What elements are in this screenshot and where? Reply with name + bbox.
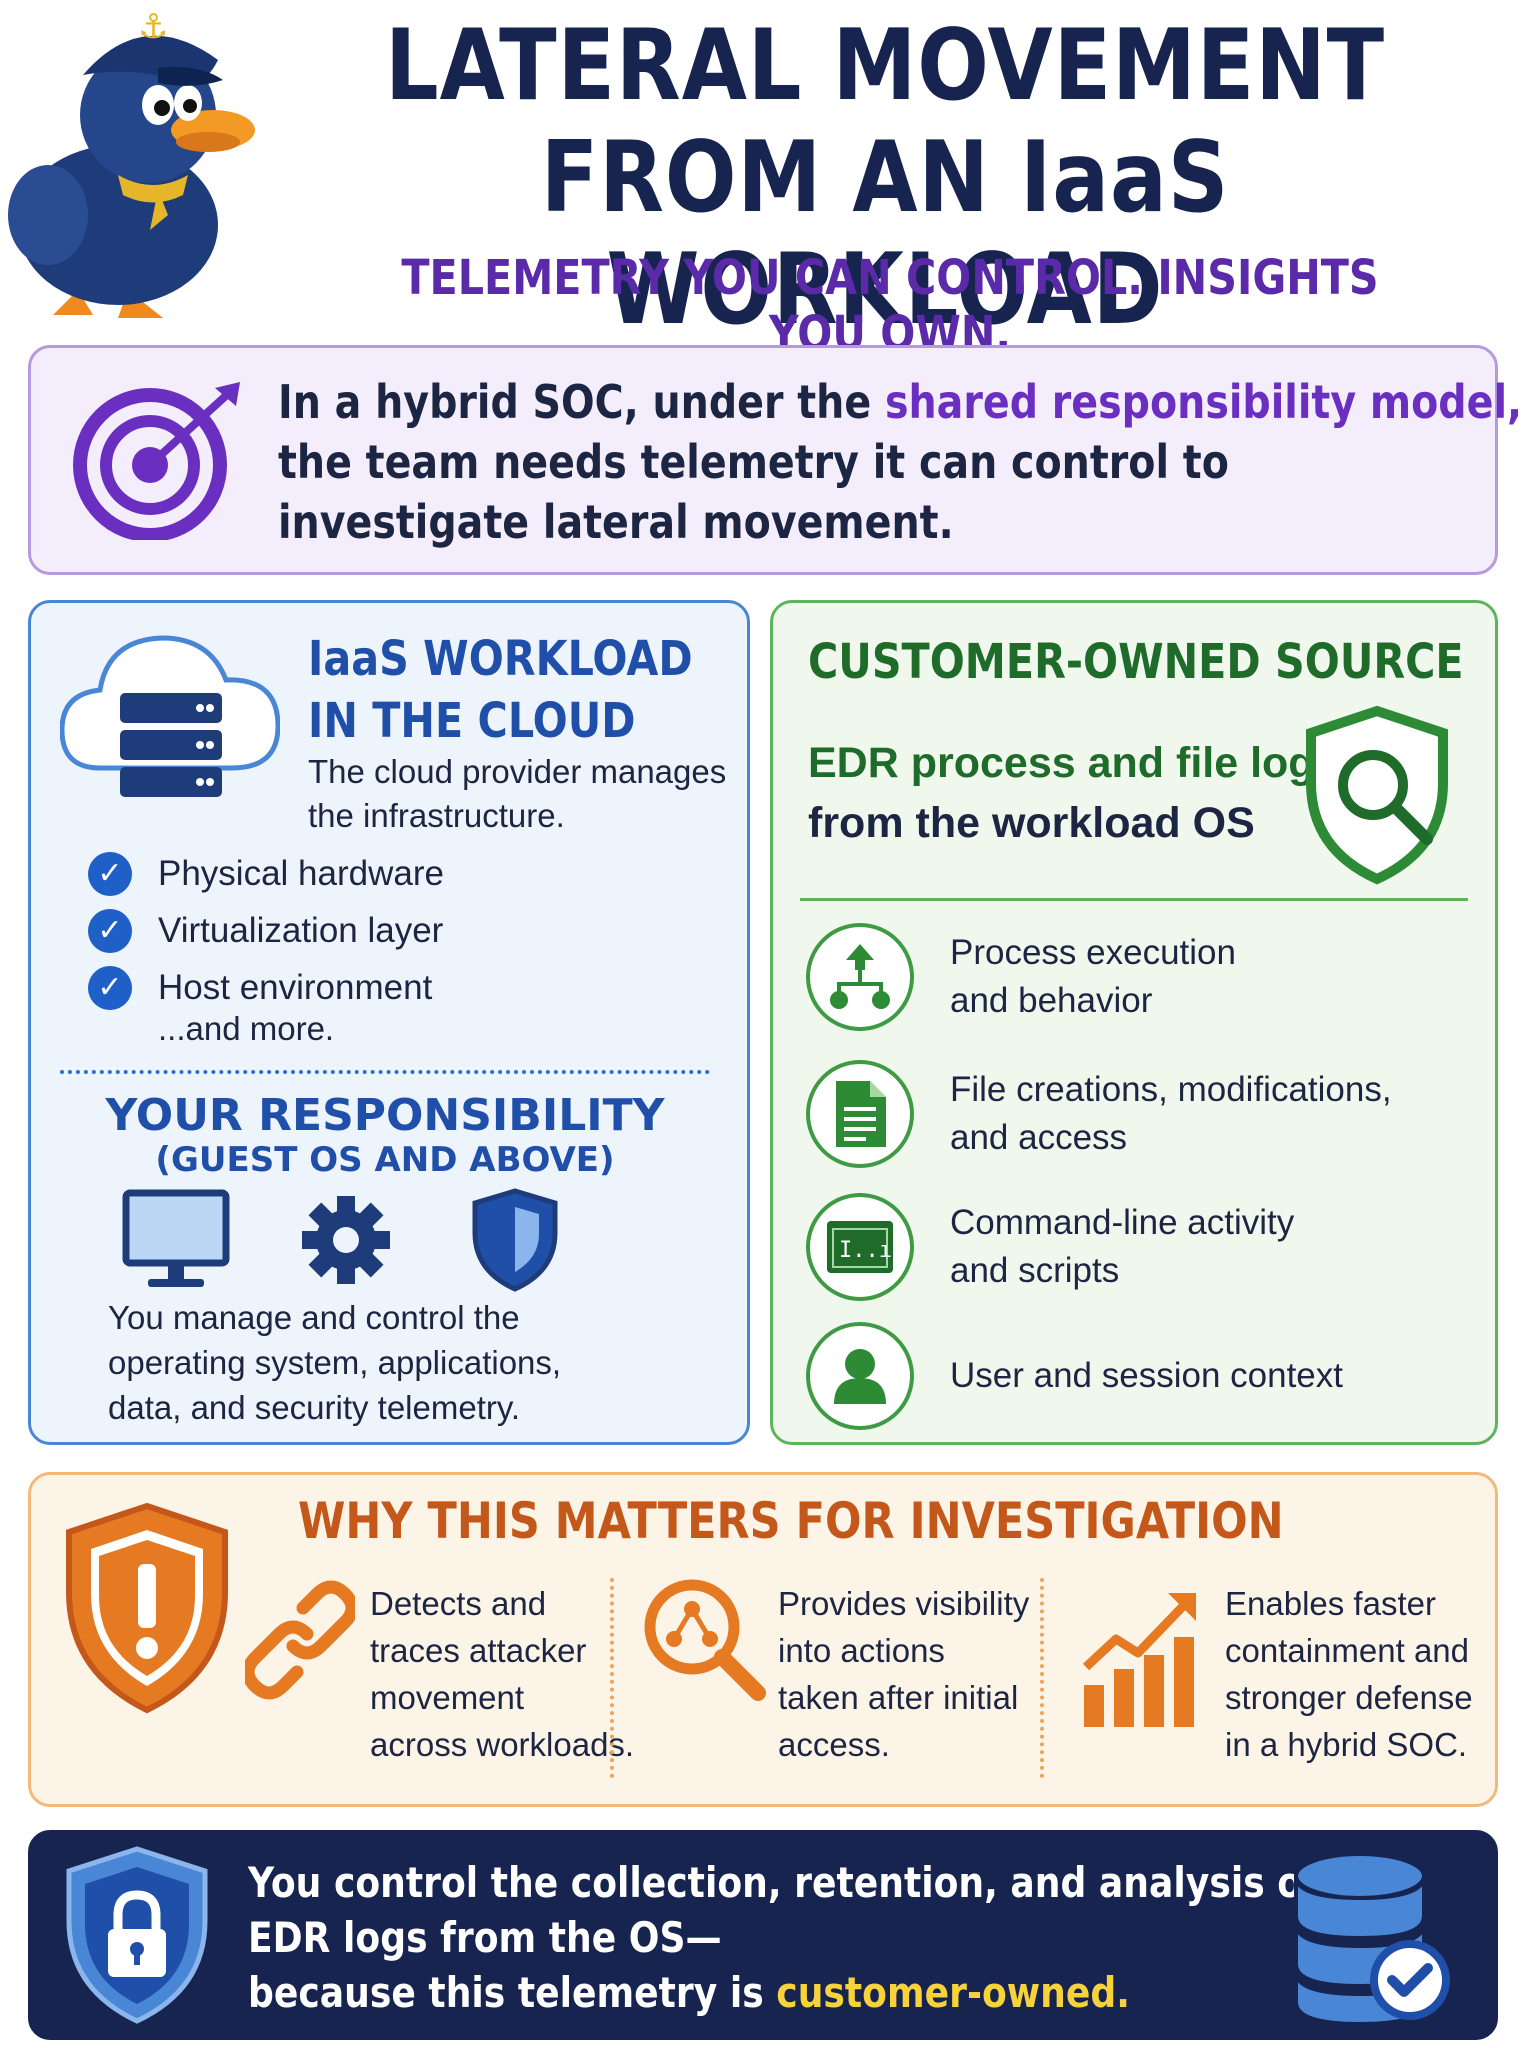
growth-chart-icon bbox=[1080, 1585, 1200, 1730]
lock-shield-icon bbox=[62, 1845, 212, 2025]
user-icon bbox=[806, 1322, 914, 1430]
checkmark-icon: ✓ bbox=[88, 908, 132, 953]
network-search-icon bbox=[640, 1575, 770, 1715]
svg-text:⚓: ⚓ bbox=[138, 7, 168, 47]
provider-managed-list: ✓ Physical hardware ✓ Virtualization lay… bbox=[88, 845, 444, 1016]
shield-icon bbox=[472, 1188, 558, 1292]
customer-owned-subtitle: EDR process and file logs from the workl… bbox=[808, 739, 1339, 847]
gear-icon bbox=[302, 1196, 390, 1284]
feature-item: I..ı Command-line activity and scripts bbox=[806, 1193, 1294, 1301]
why-title: WHY THIS MATTERS FOR INVESTIGATION bbox=[298, 1492, 1284, 1550]
divider bbox=[1040, 1578, 1044, 1778]
database-check-icon bbox=[1290, 1850, 1460, 2030]
responsibility-icons bbox=[120, 1185, 600, 1295]
responsibility-title: YOUR RESPONSIBILITY bbox=[105, 1090, 665, 1141]
svg-text:I..ı: I..ı bbox=[839, 1238, 892, 1263]
checkmark-icon: ✓ bbox=[88, 965, 132, 1010]
checkmark-icon: ✓ bbox=[88, 851, 132, 896]
document-icon bbox=[806, 1060, 914, 1168]
intro-text: In a hybrid SOC, under the shared respon… bbox=[278, 375, 1523, 549]
list-item: ✓ Physical hardware bbox=[88, 845, 444, 902]
chain-link-icon bbox=[241, 1580, 359, 1700]
duck-mascot-icon: ⚓ bbox=[8, 0, 258, 335]
intro-panel bbox=[28, 345, 1498, 575]
intro-highlight: shared responsibility model, bbox=[884, 375, 1523, 429]
cloud-server-icon bbox=[59, 628, 281, 808]
feature-item: User and session context bbox=[806, 1322, 1343, 1430]
iaas-description: The cloud provider manages the infrastru… bbox=[308, 753, 727, 834]
feature-item: Process execution and behavior bbox=[806, 923, 1236, 1031]
divider bbox=[800, 898, 1468, 901]
hierarchy-icon bbox=[806, 923, 914, 1031]
footer-highlight: customer-owned. bbox=[776, 1968, 1130, 2017]
shield-search-icon bbox=[1305, 705, 1455, 885]
monitor-icon bbox=[122, 1189, 230, 1287]
list-item: ✓ Host environment bbox=[88, 959, 444, 1016]
customer-owned-title: CUSTOMER-OWNED SOURCE bbox=[808, 634, 1464, 690]
feature-item: File creations, modifications, and acces… bbox=[806, 1060, 1392, 1168]
page-title: LATERAL MOVEMENT FROM AN IaaS WORKLOAD bbox=[385, 9, 1385, 347]
iaas-title: IaaS WORKLOAD IN THE CLOUD bbox=[308, 631, 693, 749]
warning-shield-icon bbox=[60, 1500, 235, 1720]
divider bbox=[60, 1070, 710, 1074]
divider bbox=[610, 1578, 614, 1778]
target-icon bbox=[70, 380, 245, 542]
responsibility-subtitle: (GUEST OS AND ABOVE) bbox=[155, 1140, 615, 1180]
footer-text: You control the collection, retention, a… bbox=[248, 1858, 1318, 2017]
terminal-icon: I..ı bbox=[806, 1193, 914, 1301]
footer-panel bbox=[28, 1830, 1498, 2040]
and-more-text: ...and more. bbox=[158, 1010, 335, 1047]
list-item: ✓ Virtualization layer bbox=[88, 902, 444, 959]
responsibility-description: You manage and control the operating sys… bbox=[108, 1299, 562, 1426]
